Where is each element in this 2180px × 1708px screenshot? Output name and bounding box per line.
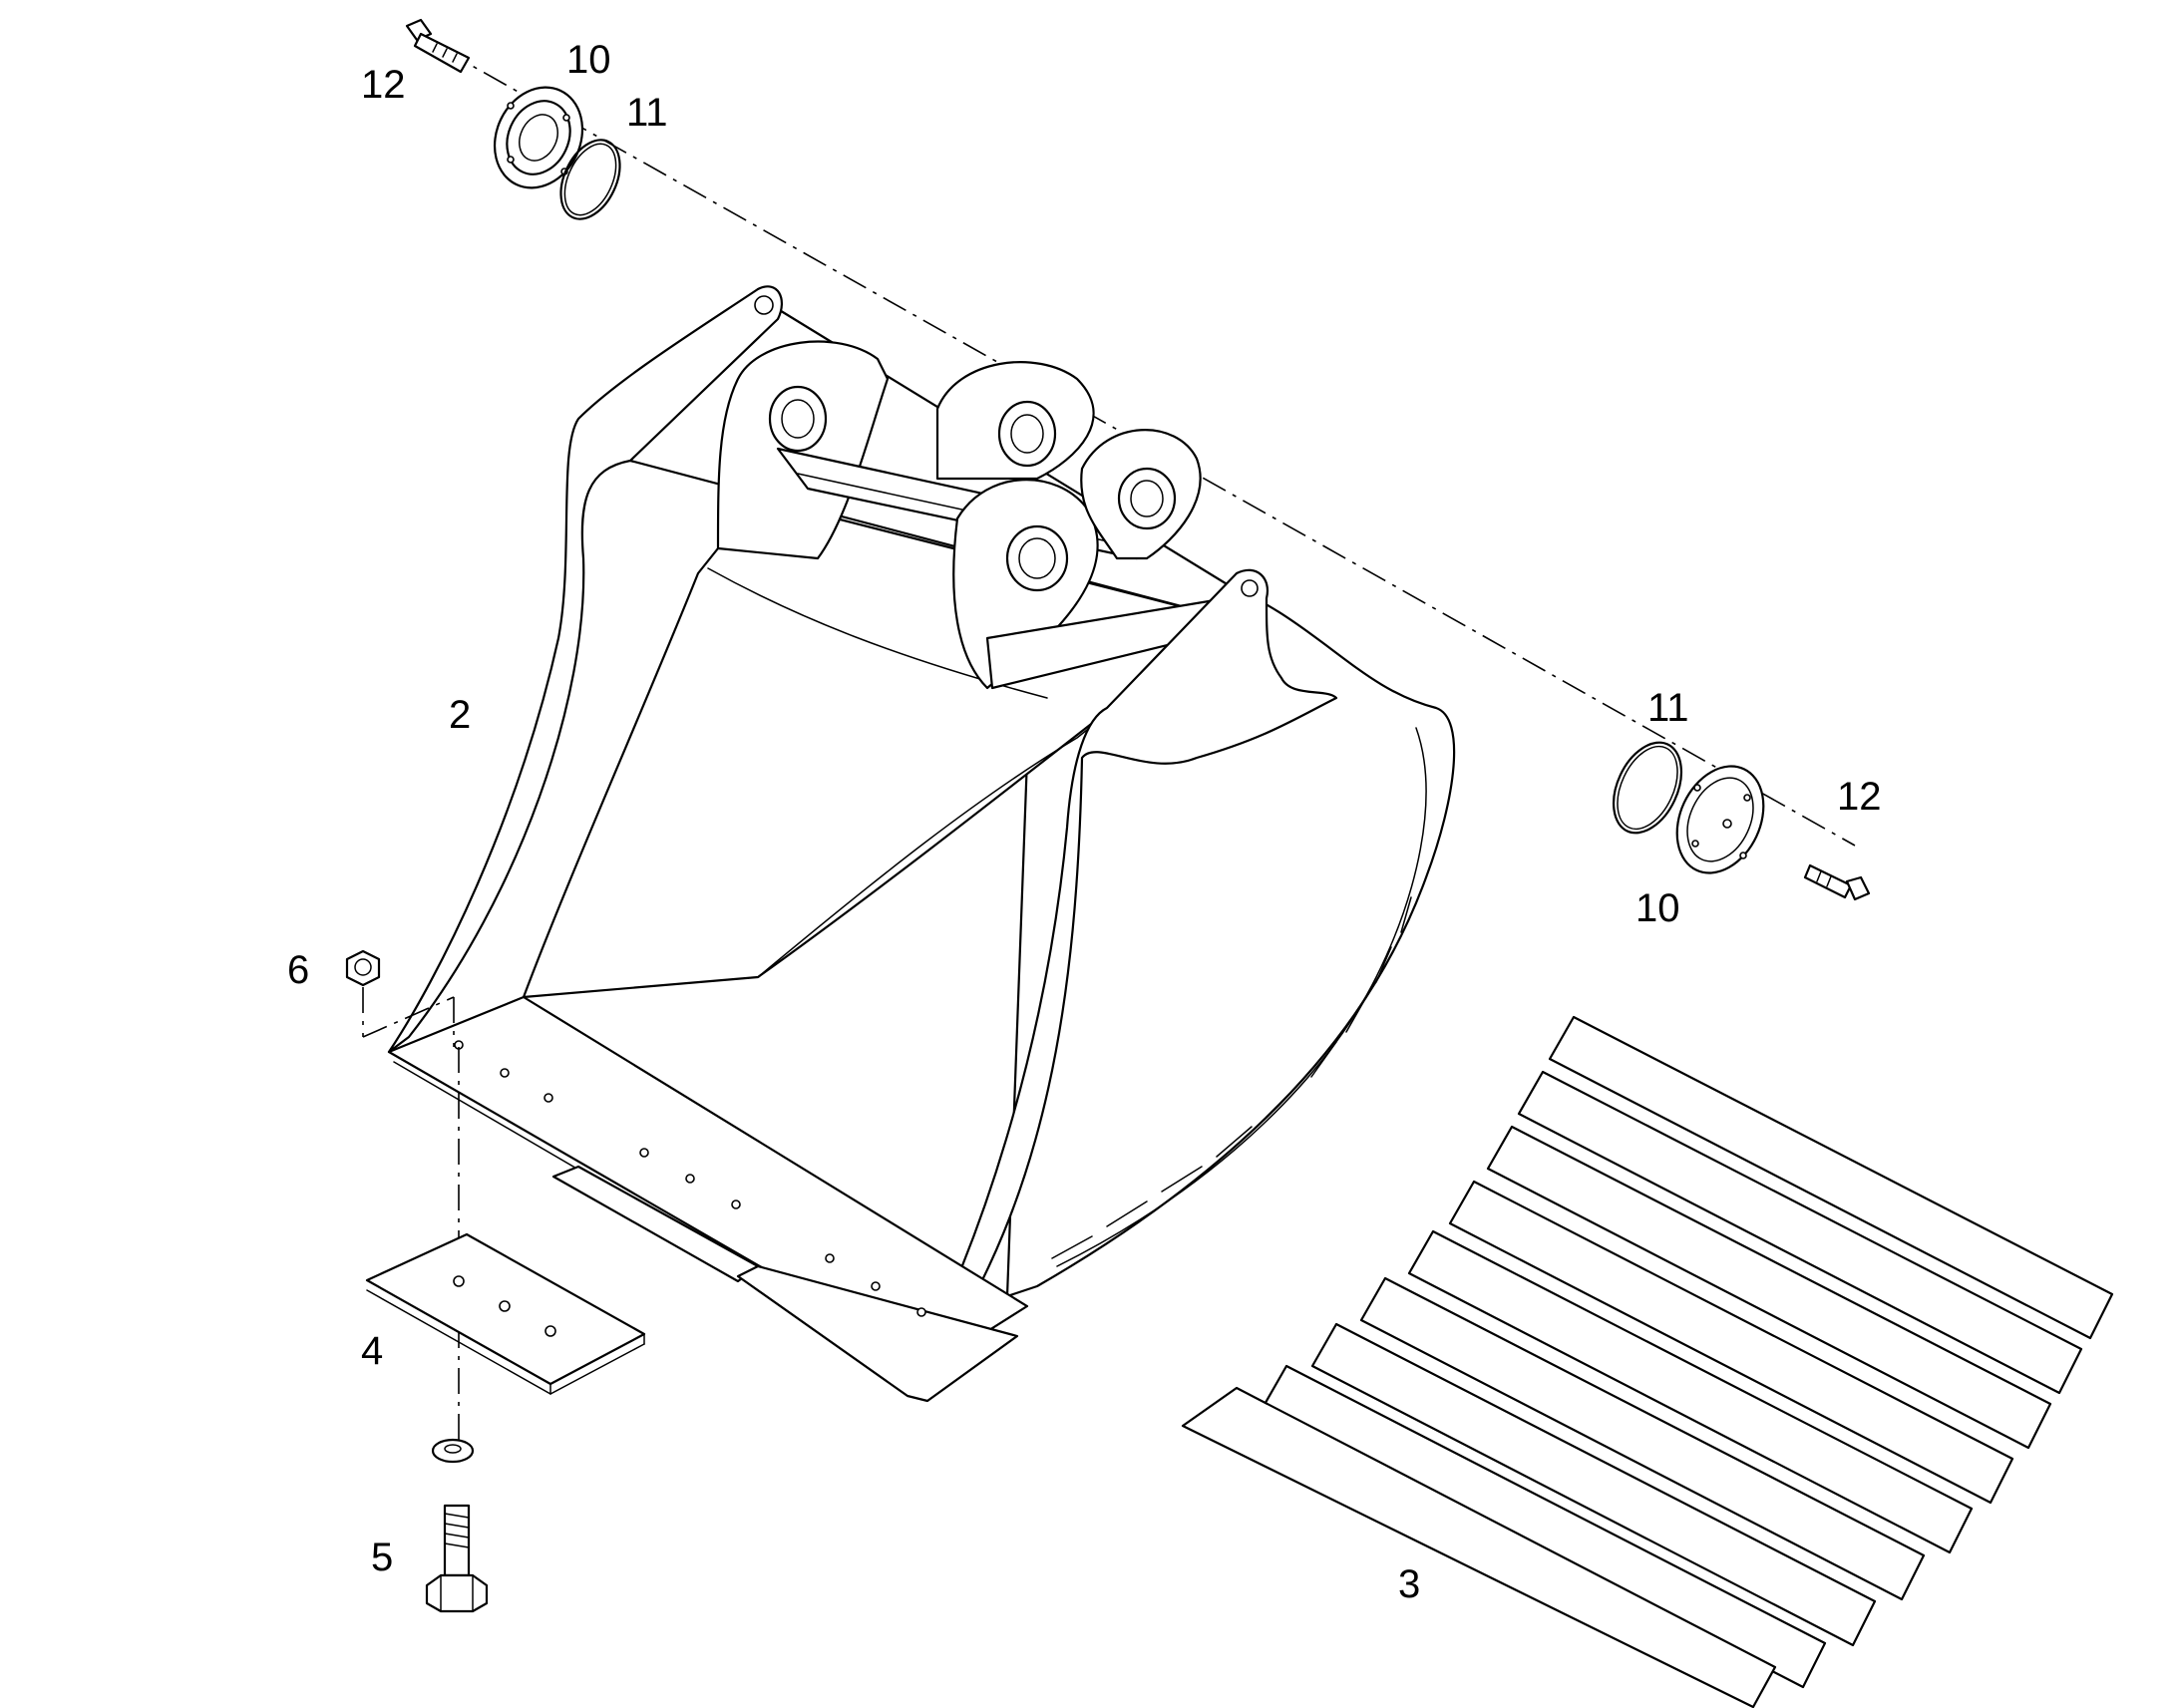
- callout-oring-left: 11: [626, 91, 668, 135]
- callout-bucket: 2: [449, 693, 471, 737]
- bolt[interactable]: [425, 1504, 489, 1613]
- screw-left[interactable]: [405, 18, 471, 74]
- oring-right[interactable]: [1601, 732, 1695, 844]
- cover-right[interactable]: [1660, 752, 1780, 886]
- bucket[interactable]: [387, 285, 1456, 1403]
- bucket-right-side: [915, 568, 1338, 1368]
- wear-plates[interactable]: [1181, 1015, 2114, 1708]
- bucket-cutting-edge: [387, 995, 1029, 1368]
- cover-left[interactable]: [479, 73, 598, 202]
- nut[interactable]: [345, 949, 381, 987]
- bucket-shell: [1005, 576, 1456, 1298]
- oring-left[interactable]: [549, 131, 632, 228]
- callout-screw-right: 12: [1837, 775, 1882, 819]
- callout-screw-left: 12: [361, 63, 406, 107]
- callout-oring-right: 11: [1647, 686, 1689, 730]
- washer[interactable]: [431, 1438, 475, 1464]
- callout-nut: 6: [287, 948, 309, 992]
- bucket-ear-front-left: [952, 479, 1099, 690]
- callout-cover-left: 10: [566, 38, 611, 82]
- pin-axis-line: [443, 49, 1856, 847]
- bucket-ear-front-right: [1080, 429, 1202, 560]
- callout-cover-right: 10: [1635, 886, 1680, 930]
- side-cutter[interactable]: [365, 1232, 646, 1395]
- screw-right[interactable]: [1803, 863, 1871, 901]
- bucket-left-side: [387, 285, 783, 1054]
- callout-bolt: 5: [371, 1536, 393, 1579]
- callout-side-cutter: 4: [361, 1329, 383, 1373]
- callout-wear-plates: 3: [1398, 1562, 1420, 1606]
